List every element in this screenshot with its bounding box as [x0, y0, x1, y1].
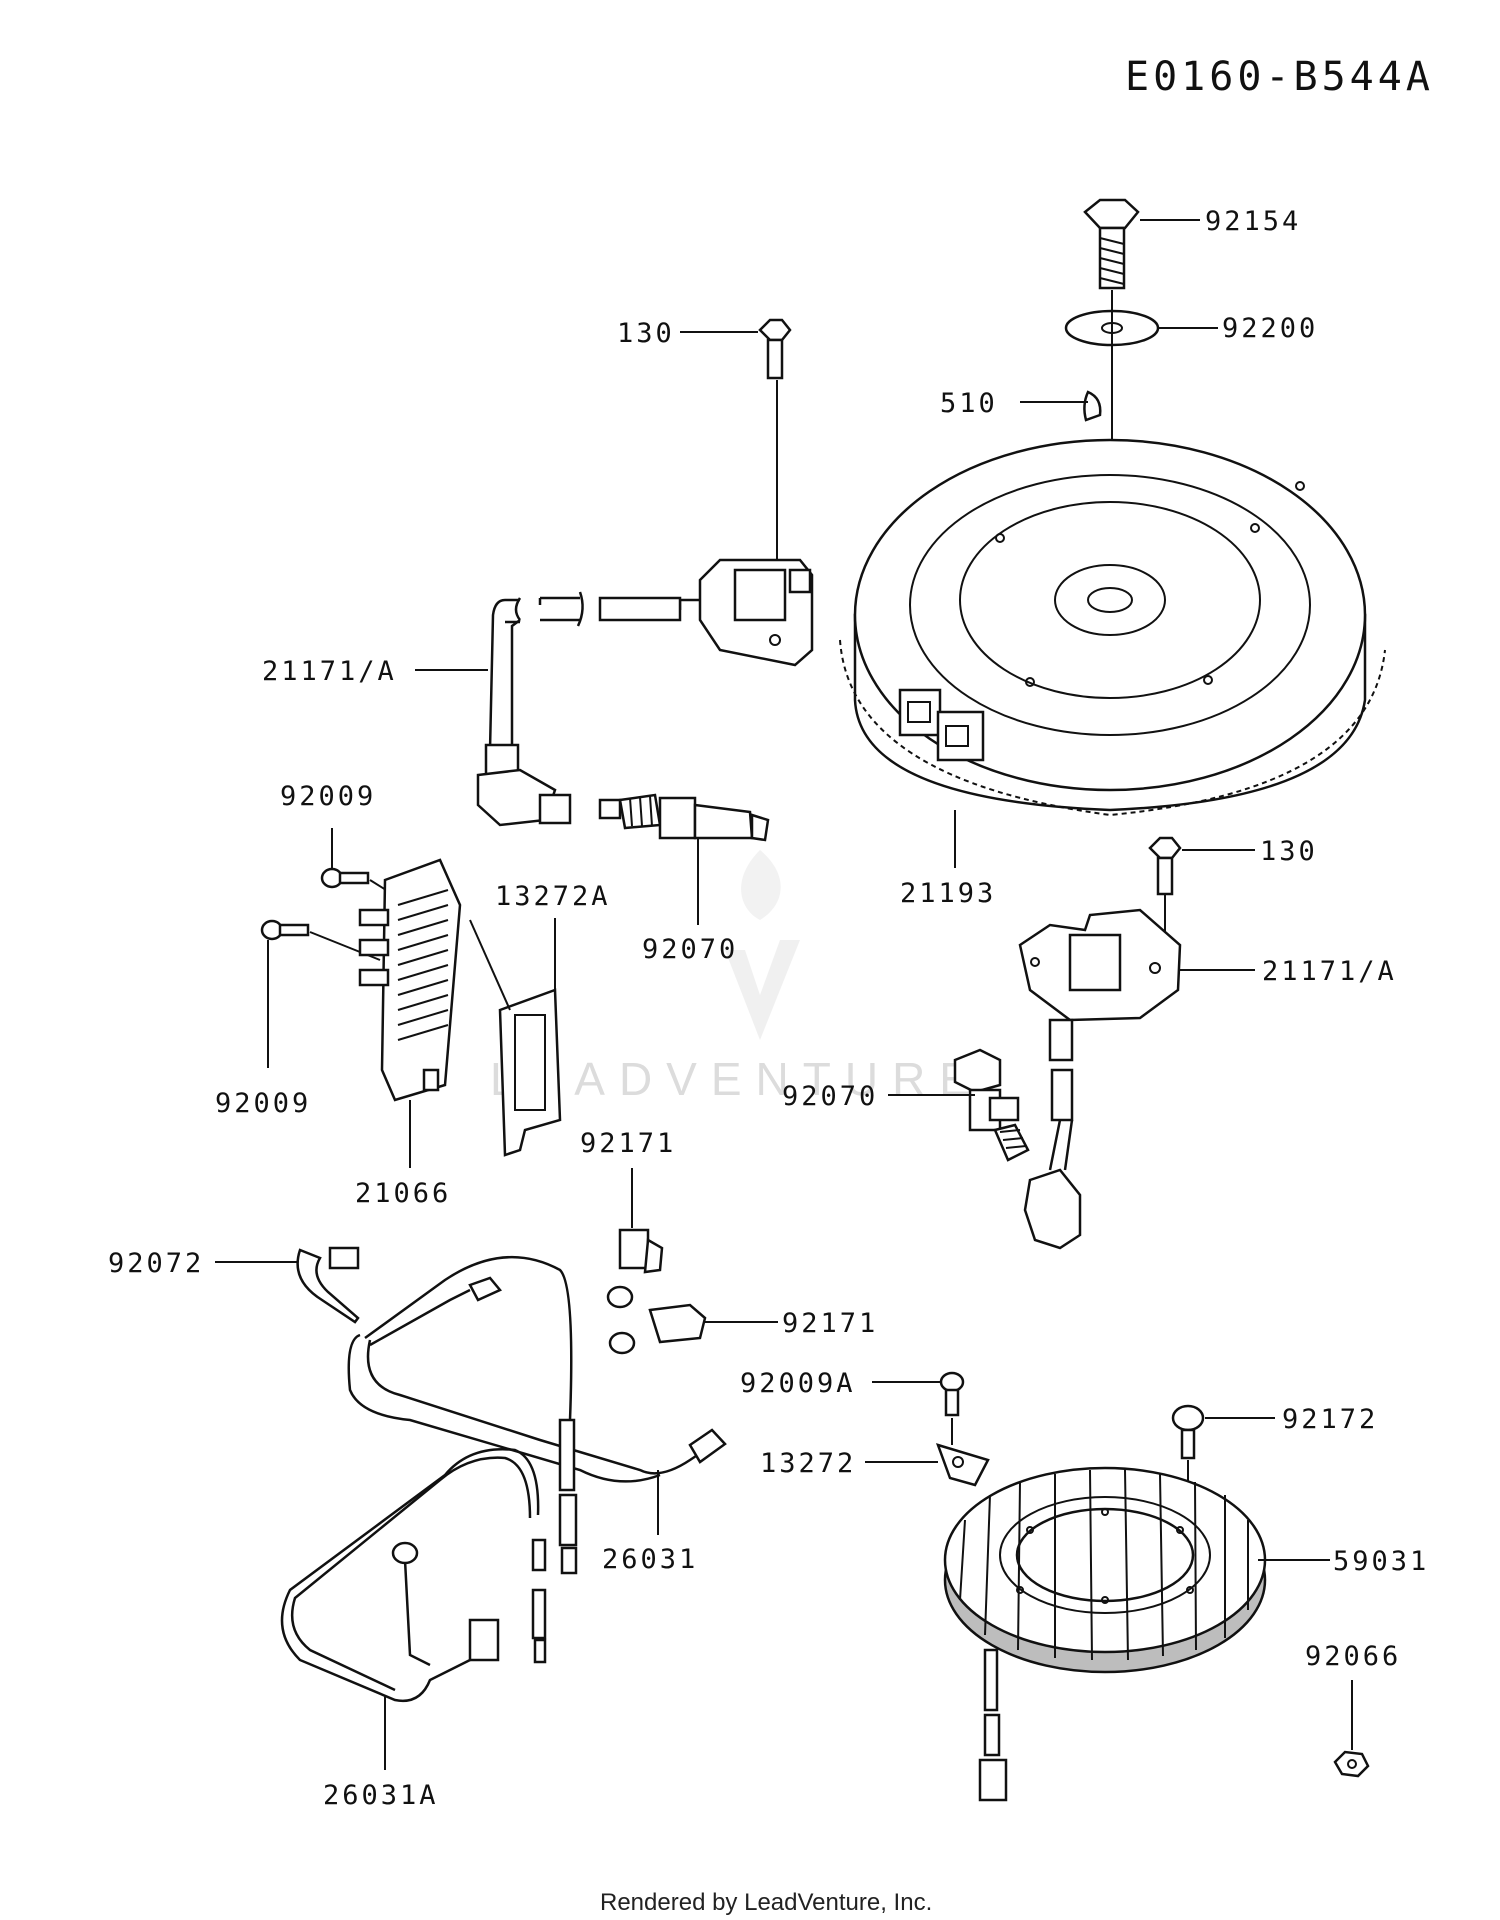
label-92070-right[interactable]: 92070 — [782, 1081, 878, 1112]
label-26031[interactable]: 26031 — [602, 1544, 698, 1575]
spark-plug-92070-right[interactable] — [953, 1048, 1030, 1162]
label-26031a[interactable]: 26031A — [323, 1780, 439, 1811]
bolt-92154[interactable] — [1083, 198, 1140, 290]
connector-92171-bottom[interactable] — [608, 1303, 707, 1355]
label-21171a-left[interactable]: 21171/A — [262, 656, 397, 687]
screw-92009-bottom[interactable] — [260, 919, 310, 941]
ignition-coil-21171a-right[interactable] — [1018, 908, 1182, 1250]
label-130-top[interactable]: 130 — [617, 318, 675, 349]
label-21193[interactable]: 21193 — [900, 878, 996, 909]
label-130-right[interactable]: 130 — [1260, 836, 1318, 867]
spark-plug-92070-top[interactable] — [598, 793, 770, 842]
label-92009-top[interactable]: 92009 — [280, 781, 376, 812]
label-92070-top[interactable]: 92070 — [642, 934, 738, 965]
watermark-text: LEADVENTURE — [490, 1053, 984, 1105]
flywheel-21193[interactable] — [839, 438, 1386, 817]
bolt-130-top[interactable] — [758, 318, 792, 380]
bolt-130-right[interactable] — [1148, 836, 1182, 896]
watermark-logo — [725, 850, 800, 1040]
plate-13272[interactable] — [935, 1443, 990, 1487]
label-92009a[interactable]: 92009A — [740, 1368, 856, 1399]
gasket-13272a[interactable] — [498, 988, 562, 1157]
label-13272[interactable]: 13272 — [760, 1448, 856, 1479]
connector-92171-top[interactable] — [606, 1228, 664, 1309]
ignition-coil-21171a-left[interactable] — [476, 558, 814, 827]
screw-92009-top[interactable] — [320, 867, 370, 889]
key-510[interactable] — [1083, 390, 1102, 422]
footer-credit: Rendered by LeadVenture, Inc. — [600, 1889, 932, 1916]
label-21066[interactable]: 21066 — [355, 1178, 451, 1209]
label-510[interactable]: 510 — [940, 388, 998, 419]
label-92172[interactable]: 92172 — [1282, 1404, 1378, 1435]
label-92171-bottom[interactable]: 92171 — [782, 1308, 878, 1339]
harness-26031a[interactable] — [280, 1448, 547, 1703]
label-92072[interactable]: 92072 — [108, 1248, 204, 1279]
harness-26031[interactable] — [347, 1255, 727, 1575]
screw-92009a[interactable] — [939, 1371, 965, 1417]
label-92066[interactable]: 92066 — [1305, 1641, 1401, 1672]
label-13272a[interactable]: 13272A — [495, 881, 611, 912]
label-92171-top[interactable]: 92171 — [580, 1128, 676, 1159]
label-92200[interactable]: 92200 — [1222, 313, 1318, 344]
clamp-92072[interactable] — [296, 1246, 360, 1324]
stator-59031[interactable] — [943, 1466, 1267, 1802]
regulator-21066[interactable] — [358, 858, 462, 1102]
label-59031[interactable]: 59031 — [1333, 1546, 1429, 1577]
bolt-92172[interactable] — [1171, 1404, 1205, 1460]
label-21171a-right[interactable]: 21171/A — [1262, 956, 1397, 987]
diagram-code: E0160-B544A — [1125, 54, 1434, 100]
nut-92066[interactable] — [1333, 1750, 1370, 1778]
label-92154[interactable]: 92154 — [1205, 206, 1301, 237]
label-92009-bottom[interactable]: 92009 — [215, 1088, 311, 1119]
